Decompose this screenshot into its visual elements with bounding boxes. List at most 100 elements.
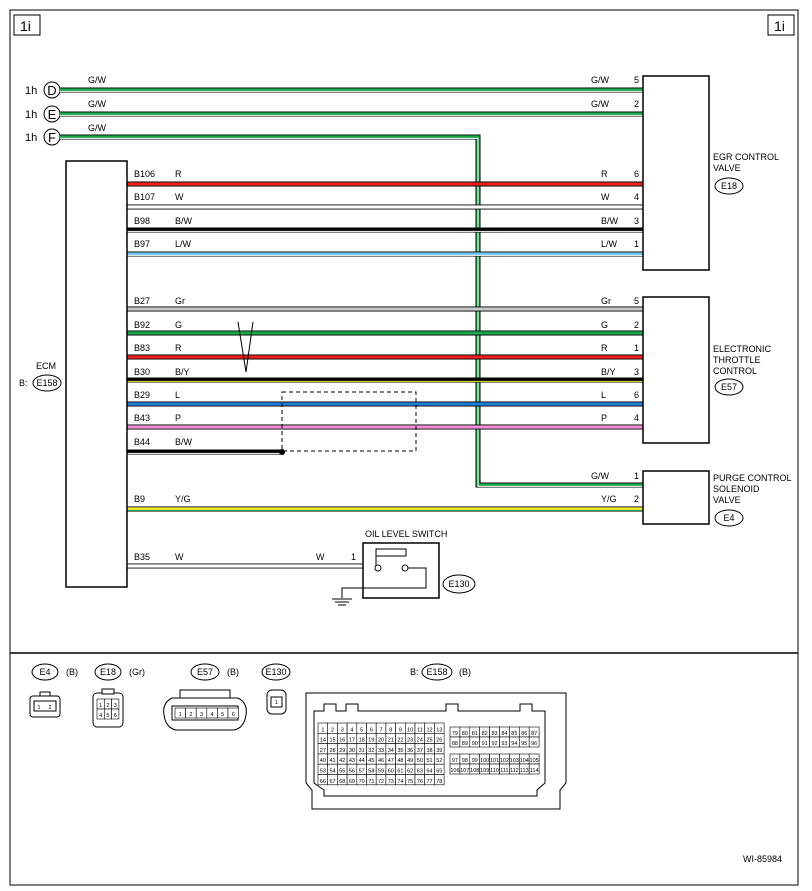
svg-text:4: 4 — [350, 727, 353, 733]
pin-6: 5 — [634, 296, 639, 306]
cv-e158-pin-84: 84 — [499, 726, 510, 738]
svg-text:91: 91 — [482, 741, 488, 747]
cv-e158-pin-44: 44 — [356, 753, 367, 765]
cv-e4-face — [33, 700, 57, 712]
pin-9: 3 — [634, 367, 639, 377]
svg-text:6: 6 — [370, 727, 373, 733]
pin-1: 2 — [634, 99, 639, 109]
cv-e158-oval — [421, 663, 453, 681]
egr-label-1: EGR CONTROL — [713, 152, 779, 162]
wire-code-left-0: G/W — [88, 75, 107, 85]
cv-e158-pin-106: 106 — [449, 763, 461, 775]
terminal-b44: B44 — [134, 437, 150, 447]
wire-label-purge-gw: G/W — [591, 471, 610, 481]
page-tag-right-box — [767, 14, 795, 36]
svg-text:56: 56 — [349, 769, 355, 775]
cv-e57-name: E57 — [197, 667, 213, 677]
svg-text:95: 95 — [521, 741, 527, 747]
cv-e158-pin-97: 97 — [449, 753, 461, 765]
cv-e158-pin-18: 18 — [356, 732, 367, 744]
svg-text:2: 2 — [331, 727, 334, 733]
cv-e158-pin-56: 56 — [346, 763, 358, 775]
cv-e158-pin-71: 71 — [366, 774, 377, 786]
pin-11: 4 — [634, 413, 639, 423]
oil-switch-ground-path — [341, 567, 427, 598]
cv-e158-pin-45: 45 — [366, 753, 377, 765]
cv-e18-color: (Gr) — [129, 667, 145, 677]
terminal-b106: B106 — [134, 169, 155, 179]
ecm-box — [65, 160, 128, 588]
cv-e158-pin-7: 7 — [375, 722, 387, 734]
cv-e158-pin-79: 79 — [449, 726, 461, 738]
svg-text:61: 61 — [397, 769, 403, 775]
wire-code-left-11: P — [175, 413, 181, 423]
svg-text:63: 63 — [417, 769, 423, 775]
cv-e158-pin-43: 43 — [346, 753, 358, 765]
cv-e158-pin-55: 55 — [337, 763, 348, 775]
svg-text:29: 29 — [339, 748, 345, 754]
pin-purge-1: 1 — [634, 471, 639, 481]
wire-code-right-2: R — [601, 169, 608, 179]
svg-text:5: 5 — [360, 727, 363, 733]
cv-e158-pin-13: 13 — [434, 722, 445, 734]
cv-e4-latch — [39, 691, 51, 697]
purge-conn-oval — [714, 509, 744, 527]
svg-text:6: 6 — [232, 712, 235, 718]
cv-e158-pin-27: 27 — [317, 743, 328, 755]
cv-e18-pin-6: 6 — [111, 708, 120, 720]
svg-text:1h: 1h — [25, 109, 37, 121]
cv-e158-pin-108: 108 — [469, 763, 480, 775]
svg-text:76: 76 — [417, 779, 423, 785]
cv-e158-pin-83: 83 — [489, 726, 500, 738]
wire-b30 — [127, 377, 643, 383]
svg-text:83: 83 — [491, 731, 497, 737]
cv-e158-pin-80: 80 — [459, 726, 471, 738]
cv-e158-pin-19: 19 — [366, 732, 377, 744]
cv-e158-pin-47: 47 — [385, 753, 396, 765]
cv-e158-pin-42: 42 — [337, 753, 348, 765]
cv-e158-pin-34: 34 — [385, 743, 396, 755]
svg-text:16: 16 — [339, 738, 345, 744]
cv-e57-pin-4: 4 — [206, 707, 218, 719]
oil-switch-wire-label: W — [316, 552, 325, 562]
terminal-b98: B98 — [134, 216, 150, 226]
cv-e158-pin-107: 107 — [459, 763, 471, 775]
cv-e158-pin-102: 102 — [499, 753, 510, 765]
cv-e158-pin-114: 114 — [528, 763, 540, 775]
wire-code-right-4: B/W — [601, 216, 619, 226]
wire-code-left-5: L/W — [175, 239, 192, 249]
cv-e4-name: E4 — [39, 667, 50, 677]
svg-text:46: 46 — [378, 758, 384, 764]
pin-13: 2 — [634, 494, 639, 504]
etc-label-1: ELECTRONIC — [713, 344, 772, 354]
cv-e158-pin-63: 63 — [414, 763, 425, 775]
svg-text:67: 67 — [329, 779, 335, 785]
cv-e158-pin-29: 29 — [337, 743, 348, 755]
cv-e158-pin-57: 57 — [356, 763, 367, 775]
cv-e158-pin-28: 28 — [327, 743, 338, 755]
cv-e158-pin-22: 22 — [395, 732, 406, 744]
svg-text:E: E — [48, 107, 57, 122]
cv-e158-pin-14: 14 — [317, 732, 328, 744]
svg-text:107: 107 — [460, 768, 469, 774]
svg-text:1: 1 — [99, 703, 102, 709]
pin-10: 6 — [634, 390, 639, 400]
cv-e158-pin-2: 2 — [327, 722, 338, 734]
svg-text:38: 38 — [426, 748, 432, 754]
terminal-b35: B35 — [134, 552, 150, 562]
cv-e57-pin-3: 3 — [195, 707, 208, 719]
svg-text:104: 104 — [520, 758, 529, 764]
wire-gw-0 — [60, 87, 643, 93]
cv-e158-pin-100: 100 — [479, 753, 490, 765]
svg-text:109: 109 — [480, 768, 489, 774]
cv-e4-pin-1: 1 — [37, 705, 40, 711]
cv-e158-pin-58: 58 — [366, 763, 377, 775]
svg-text:112: 112 — [510, 768, 519, 774]
cv-e158-pin-21: 21 — [385, 732, 396, 744]
svg-text:55: 55 — [339, 769, 345, 775]
svg-text:D: D — [47, 83, 56, 98]
page-tag-right: 1i — [774, 18, 785, 34]
cv-e158-pin-33: 33 — [375, 743, 387, 755]
svg-text:68: 68 — [339, 779, 345, 785]
cv-e158-pin-113: 113 — [518, 763, 530, 775]
